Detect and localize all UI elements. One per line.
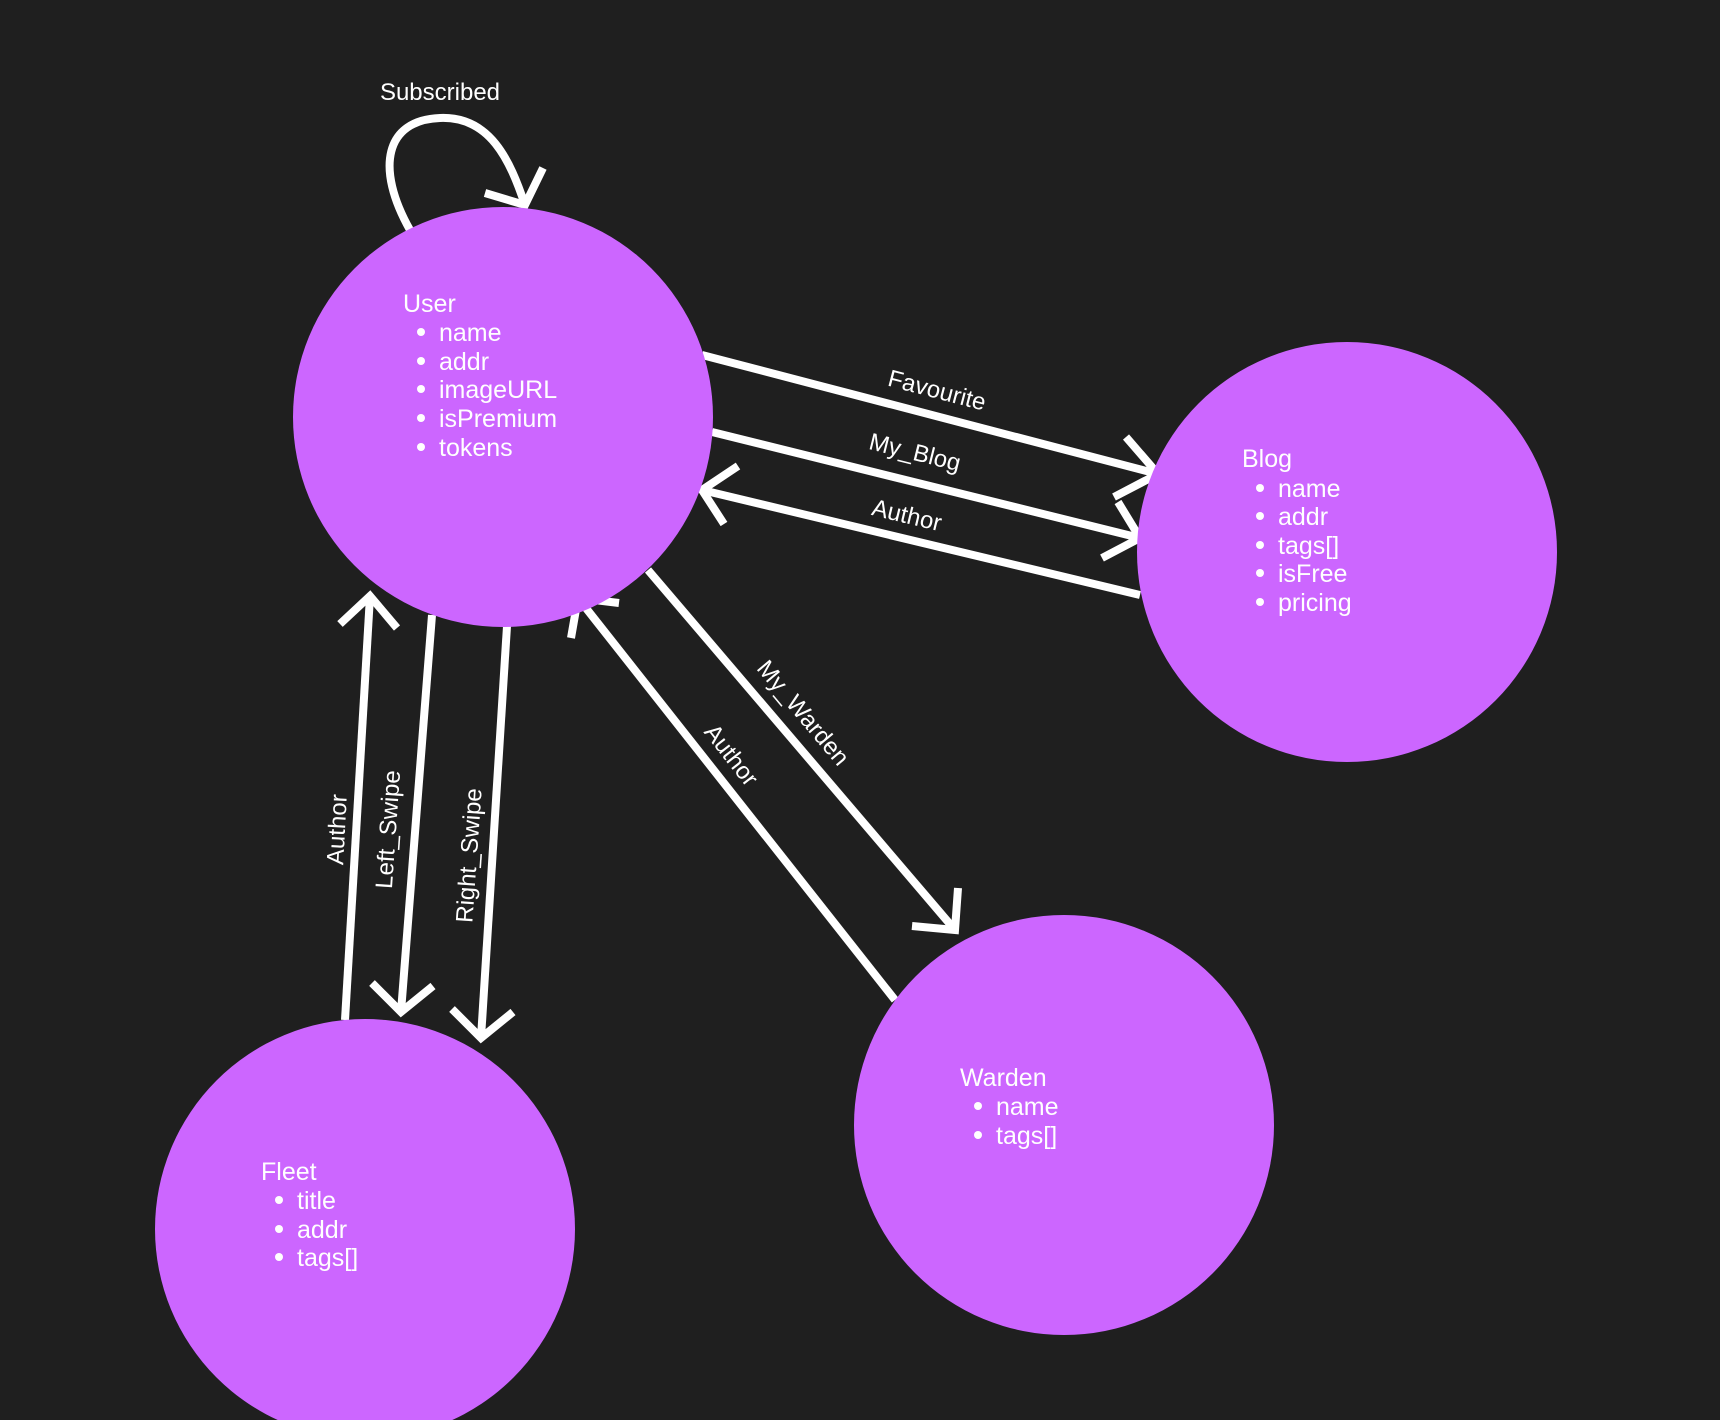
node-user[interactable]: User name addr imageURL isPremium tokens <box>293 207 713 627</box>
node-user-field: imageURL <box>439 376 557 404</box>
node-fleet-field-list: title addr tags[] <box>275 1187 358 1272</box>
node-fleet[interactable]: Fleet title addr tags[] <box>155 1019 575 1420</box>
edge-left-swipe-arrowhead <box>369 980 436 1018</box>
edge-favourite: Favourite <box>700 351 1165 501</box>
edge-author-fleet-user-line <box>341 595 374 1021</box>
bullet-icon <box>417 357 425 365</box>
edge-author-blog-user-arrowhead <box>696 462 741 527</box>
edge-author-blog-user-line <box>701 486 1141 599</box>
edge-right-swipe-label: Right_Swipe <box>451 787 487 923</box>
edge-author-warden-user-line <box>574 595 899 1003</box>
edge-left-swipe-label: Left_Swipe <box>371 769 406 889</box>
bullet-icon <box>974 1131 982 1139</box>
bullet-icon <box>417 328 425 336</box>
node-blog-field: tags[] <box>1278 532 1339 560</box>
node-blog-field: name <box>1278 475 1341 503</box>
bullet-icon <box>1256 598 1264 606</box>
node-fleet-field: tags[] <box>297 1244 358 1272</box>
edge-my-blog-line <box>711 428 1141 542</box>
edge-subscribed-arrowhead <box>483 166 547 210</box>
edge-my-warden-arrowhead <box>911 887 962 935</box>
edge-subscribed-label: Subscribed <box>380 79 500 106</box>
edge-subscribed-line <box>385 113 529 232</box>
bullet-icon <box>275 1225 283 1233</box>
edge-my-blog: My_Blog <box>711 428 1146 562</box>
node-user-field-list: name addr imageURL isPremium tokens <box>417 319 557 462</box>
bullet-icon <box>1256 541 1264 549</box>
node-fleet-field: addr <box>297 1216 347 1244</box>
edge-favourite-line <box>700 351 1160 478</box>
edge-author-fleet-user-arrowhead <box>337 590 401 631</box>
edge-left-swipe-line <box>397 614 436 1013</box>
bullet-icon <box>275 1253 283 1261</box>
node-user-title: User <box>403 290 456 318</box>
node-fleet-field: title <box>297 1187 336 1215</box>
node-warden-field: name <box>996 1093 1059 1121</box>
node-warden-title: Warden <box>960 1064 1047 1092</box>
edge-right-swipe: Right_Swipe <box>449 625 516 1044</box>
node-user-field: name <box>439 319 502 347</box>
bullet-icon <box>417 414 425 422</box>
node-user-field: addr <box>439 348 489 376</box>
node-blog-circle <box>1137 342 1557 762</box>
edge-left-swipe: Left_Swipe <box>369 614 436 1018</box>
node-blog-field: pricing <box>1278 589 1352 617</box>
node-warden-field-list: name tags[] <box>974 1093 1059 1150</box>
bullet-icon <box>974 1102 982 1110</box>
node-user-circle <box>293 207 713 627</box>
edge-right-swipe-arrowhead <box>449 1006 516 1044</box>
edge-author-warden-user-label: Author <box>699 719 764 791</box>
edge-subscribed: Subscribed <box>380 79 547 232</box>
bullet-icon <box>1256 512 1264 520</box>
bullet-icon <box>417 443 425 451</box>
edge-right-swipe-line <box>477 625 511 1039</box>
node-warden-circle <box>854 915 1274 1335</box>
node-user-field: tokens <box>439 434 513 462</box>
bullet-icon <box>417 385 425 393</box>
edge-author-fleet-user: Author <box>322 590 401 1021</box>
node-blog-field: isFree <box>1278 560 1347 588</box>
node-blog[interactable]: Blog name addr tags[] isFree pricing <box>1137 342 1557 762</box>
node-warden[interactable]: Warden name tags[] <box>854 915 1274 1335</box>
edge-author-fleet-user-label: Author <box>322 794 353 866</box>
node-blog-field-list: name addr tags[] isFree pricing <box>1256 475 1352 617</box>
node-fleet-title: Fleet <box>261 1158 317 1186</box>
bullet-icon <box>1256 569 1264 577</box>
bullet-icon <box>275 1196 283 1204</box>
edge-my-warden-line <box>644 567 959 933</box>
bullet-icon <box>1256 484 1264 492</box>
node-user-field: isPremium <box>439 405 557 433</box>
node-warden-field: tags[] <box>996 1122 1057 1150</box>
node-blog-title: Blog <box>1242 445 1292 473</box>
node-blog-field: addr <box>1278 503 1328 531</box>
node-fleet-circle <box>155 1019 575 1420</box>
